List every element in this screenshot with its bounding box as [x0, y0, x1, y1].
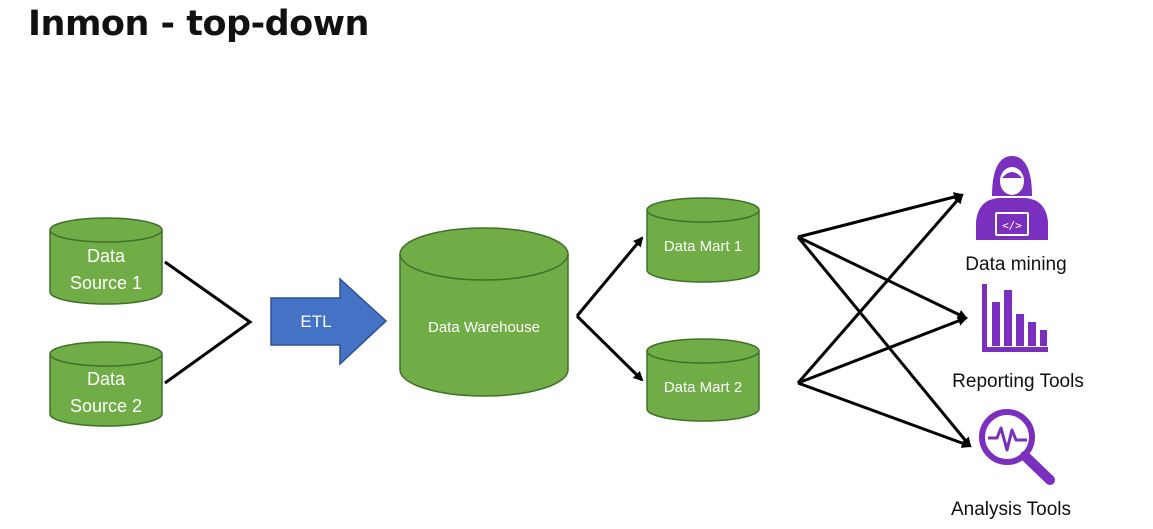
analysis-tools-label: Analysis Tools	[951, 499, 1071, 520]
warehouse-label: Data Warehouse	[428, 319, 540, 336]
bar-chart-icon	[982, 284, 1048, 352]
source-connectors	[164, 260, 253, 385]
connector-mart1-mining	[797, 192, 964, 239]
page-title: Inmon - top-down	[28, 4, 369, 44]
connector-mart1-analysis	[796, 236, 972, 448]
connector-mart1-reporting	[797, 235, 968, 320]
mart-cylinder-1[interactable]: Data Mart 1	[646, 197, 760, 283]
warehouse-cylinder[interactable]: Data Warehouse	[399, 227, 569, 397]
connector-to-mart-2	[575, 314, 644, 382]
developer-person-icon: </>	[976, 156, 1048, 240]
source-cylinder-1[interactable]: Data Source 1	[49, 217, 163, 305]
mart-1-label: Data Mart 1	[664, 238, 742, 255]
svg-text:</>: </>	[1002, 219, 1022, 232]
mart-2-label: Data Mart 2	[664, 379, 742, 396]
warehouse-connectors	[575, 236, 644, 382]
mart-cylinder-2[interactable]: Data Mart 2	[646, 338, 760, 422]
reporting-tools-label: Reporting Tools	[952, 371, 1084, 392]
connector-to-mart-1	[575, 236, 644, 317]
source-1-label-line2: Source 1	[70, 273, 142, 293]
source-cylinder-2[interactable]: Data Source 2	[49, 341, 163, 427]
magnifier-pulse-icon	[979, 409, 1055, 485]
connector-mart2-reporting	[797, 316, 968, 385]
connector-source-1	[164, 260, 253, 385]
etl-label: ETL	[300, 312, 331, 331]
source-2-label-line2: Source 2	[70, 396, 142, 416]
connector-mart2-mining	[796, 193, 964, 384]
source-1-label-line1: Data	[87, 246, 126, 266]
source-2-label-line1: Data	[87, 369, 126, 389]
etl-arrow[interactable]: ETL	[270, 277, 388, 366]
data-mining-label: Data mining	[965, 254, 1066, 275]
mart-tool-connectors	[796, 192, 972, 448]
connector-mart2-analysis	[797, 381, 972, 448]
